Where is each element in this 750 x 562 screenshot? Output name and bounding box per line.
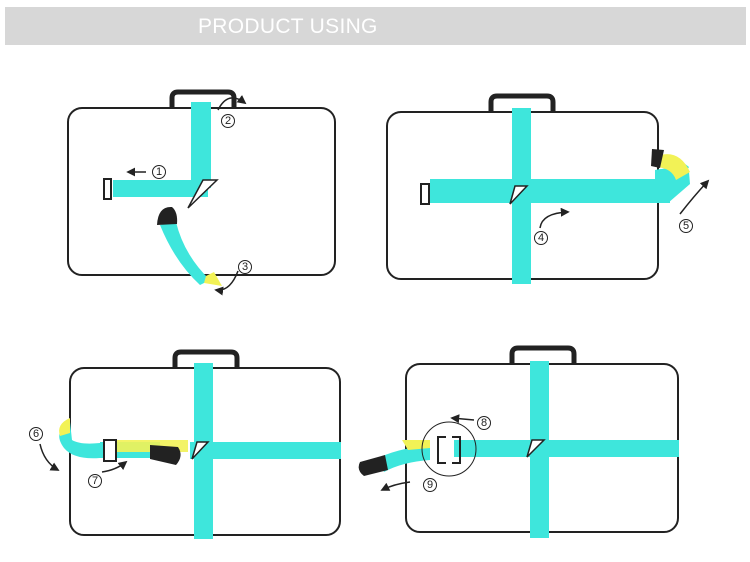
- suitcase-handle: [172, 349, 240, 368]
- step-badge-3: 3: [238, 260, 252, 274]
- panel-step-4-5: 4 5: [386, 93, 710, 284]
- buckle-bracket-right: [452, 436, 461, 464]
- svg-text:7: 7: [92, 475, 98, 487]
- strap-horizontal: [430, 160, 689, 186]
- arrow-step-2: [217, 95, 247, 111]
- strap-vertical: [191, 102, 211, 188]
- step-badge-8: 8: [477, 416, 491, 430]
- strap-tail-cap: [651, 149, 664, 168]
- step-badge-1: 1: [152, 165, 166, 179]
- corner-clip: [191, 441, 210, 460]
- strap-tail: [378, 446, 430, 472]
- svg-text:8: 8: [481, 417, 487, 429]
- strap-horizontal: [190, 442, 341, 459]
- suitcase-handle: [488, 93, 556, 112]
- step-badge-5: 5: [679, 219, 693, 233]
- buckle-end: [103, 439, 117, 462]
- suitcase-handle: [169, 89, 237, 108]
- svg-text:9: 9: [427, 479, 433, 491]
- step-badge-4: 4: [534, 231, 548, 245]
- strap-horizontal: [454, 440, 679, 457]
- buckle-end: [420, 183, 430, 205]
- panel-step-1-3: 1 2 3: [67, 89, 336, 296]
- arrow-step-3: [214, 270, 239, 296]
- arrow-step-8: [450, 414, 475, 424]
- strap-right-bend: [655, 168, 690, 203]
- arrow-step-6: [39, 443, 60, 471]
- corner-clip: [526, 439, 546, 458]
- page-title: PRODUCT USING: [198, 15, 378, 38]
- arrow-step-7: [101, 460, 128, 473]
- corner-clip: [187, 179, 219, 209]
- step-badge-7: 7: [88, 474, 102, 488]
- strap-left-tip: [59, 418, 70, 436]
- arrow-step-9: [380, 481, 411, 491]
- svg-text:6: 6: [33, 428, 39, 440]
- svg-text:3: 3: [242, 261, 248, 273]
- arrow-step-5: [679, 179, 710, 215]
- strap-tail-tip: [656, 154, 690, 180]
- panel-step-8-9: 8 9: [358, 345, 679, 538]
- corner-clip: [509, 185, 529, 205]
- strap-tail-cap: [358, 455, 388, 476]
- strap-tail: [160, 222, 210, 285]
- strap-tail-tip: [204, 272, 222, 286]
- buckle-highlight-circle: [421, 421, 477, 477]
- header-banner: PRODUCT USING: [5, 7, 746, 45]
- step-badge-9: 9: [423, 478, 437, 492]
- step-badge-2: 2: [221, 114, 235, 128]
- strap-horizontal-band: [430, 186, 670, 203]
- buckle-bracket-left: [437, 436, 446, 464]
- step-badge-6: 6: [29, 427, 43, 441]
- panel-step-6-7: 6 7: [29, 349, 341, 539]
- arrow-step-4: [539, 207, 570, 229]
- buckle-end: [103, 178, 112, 200]
- strap-tail-cap: [157, 206, 178, 225]
- suitcase-handle: [509, 345, 577, 364]
- svg-text:4: 4: [538, 232, 544, 244]
- svg-text:1: 1: [156, 166, 162, 178]
- svg-text:2: 2: [225, 115, 231, 127]
- svg-text:5: 5: [683, 220, 689, 232]
- strap-tail-cap: [150, 445, 181, 465]
- strap-horizontal: [113, 180, 208, 197]
